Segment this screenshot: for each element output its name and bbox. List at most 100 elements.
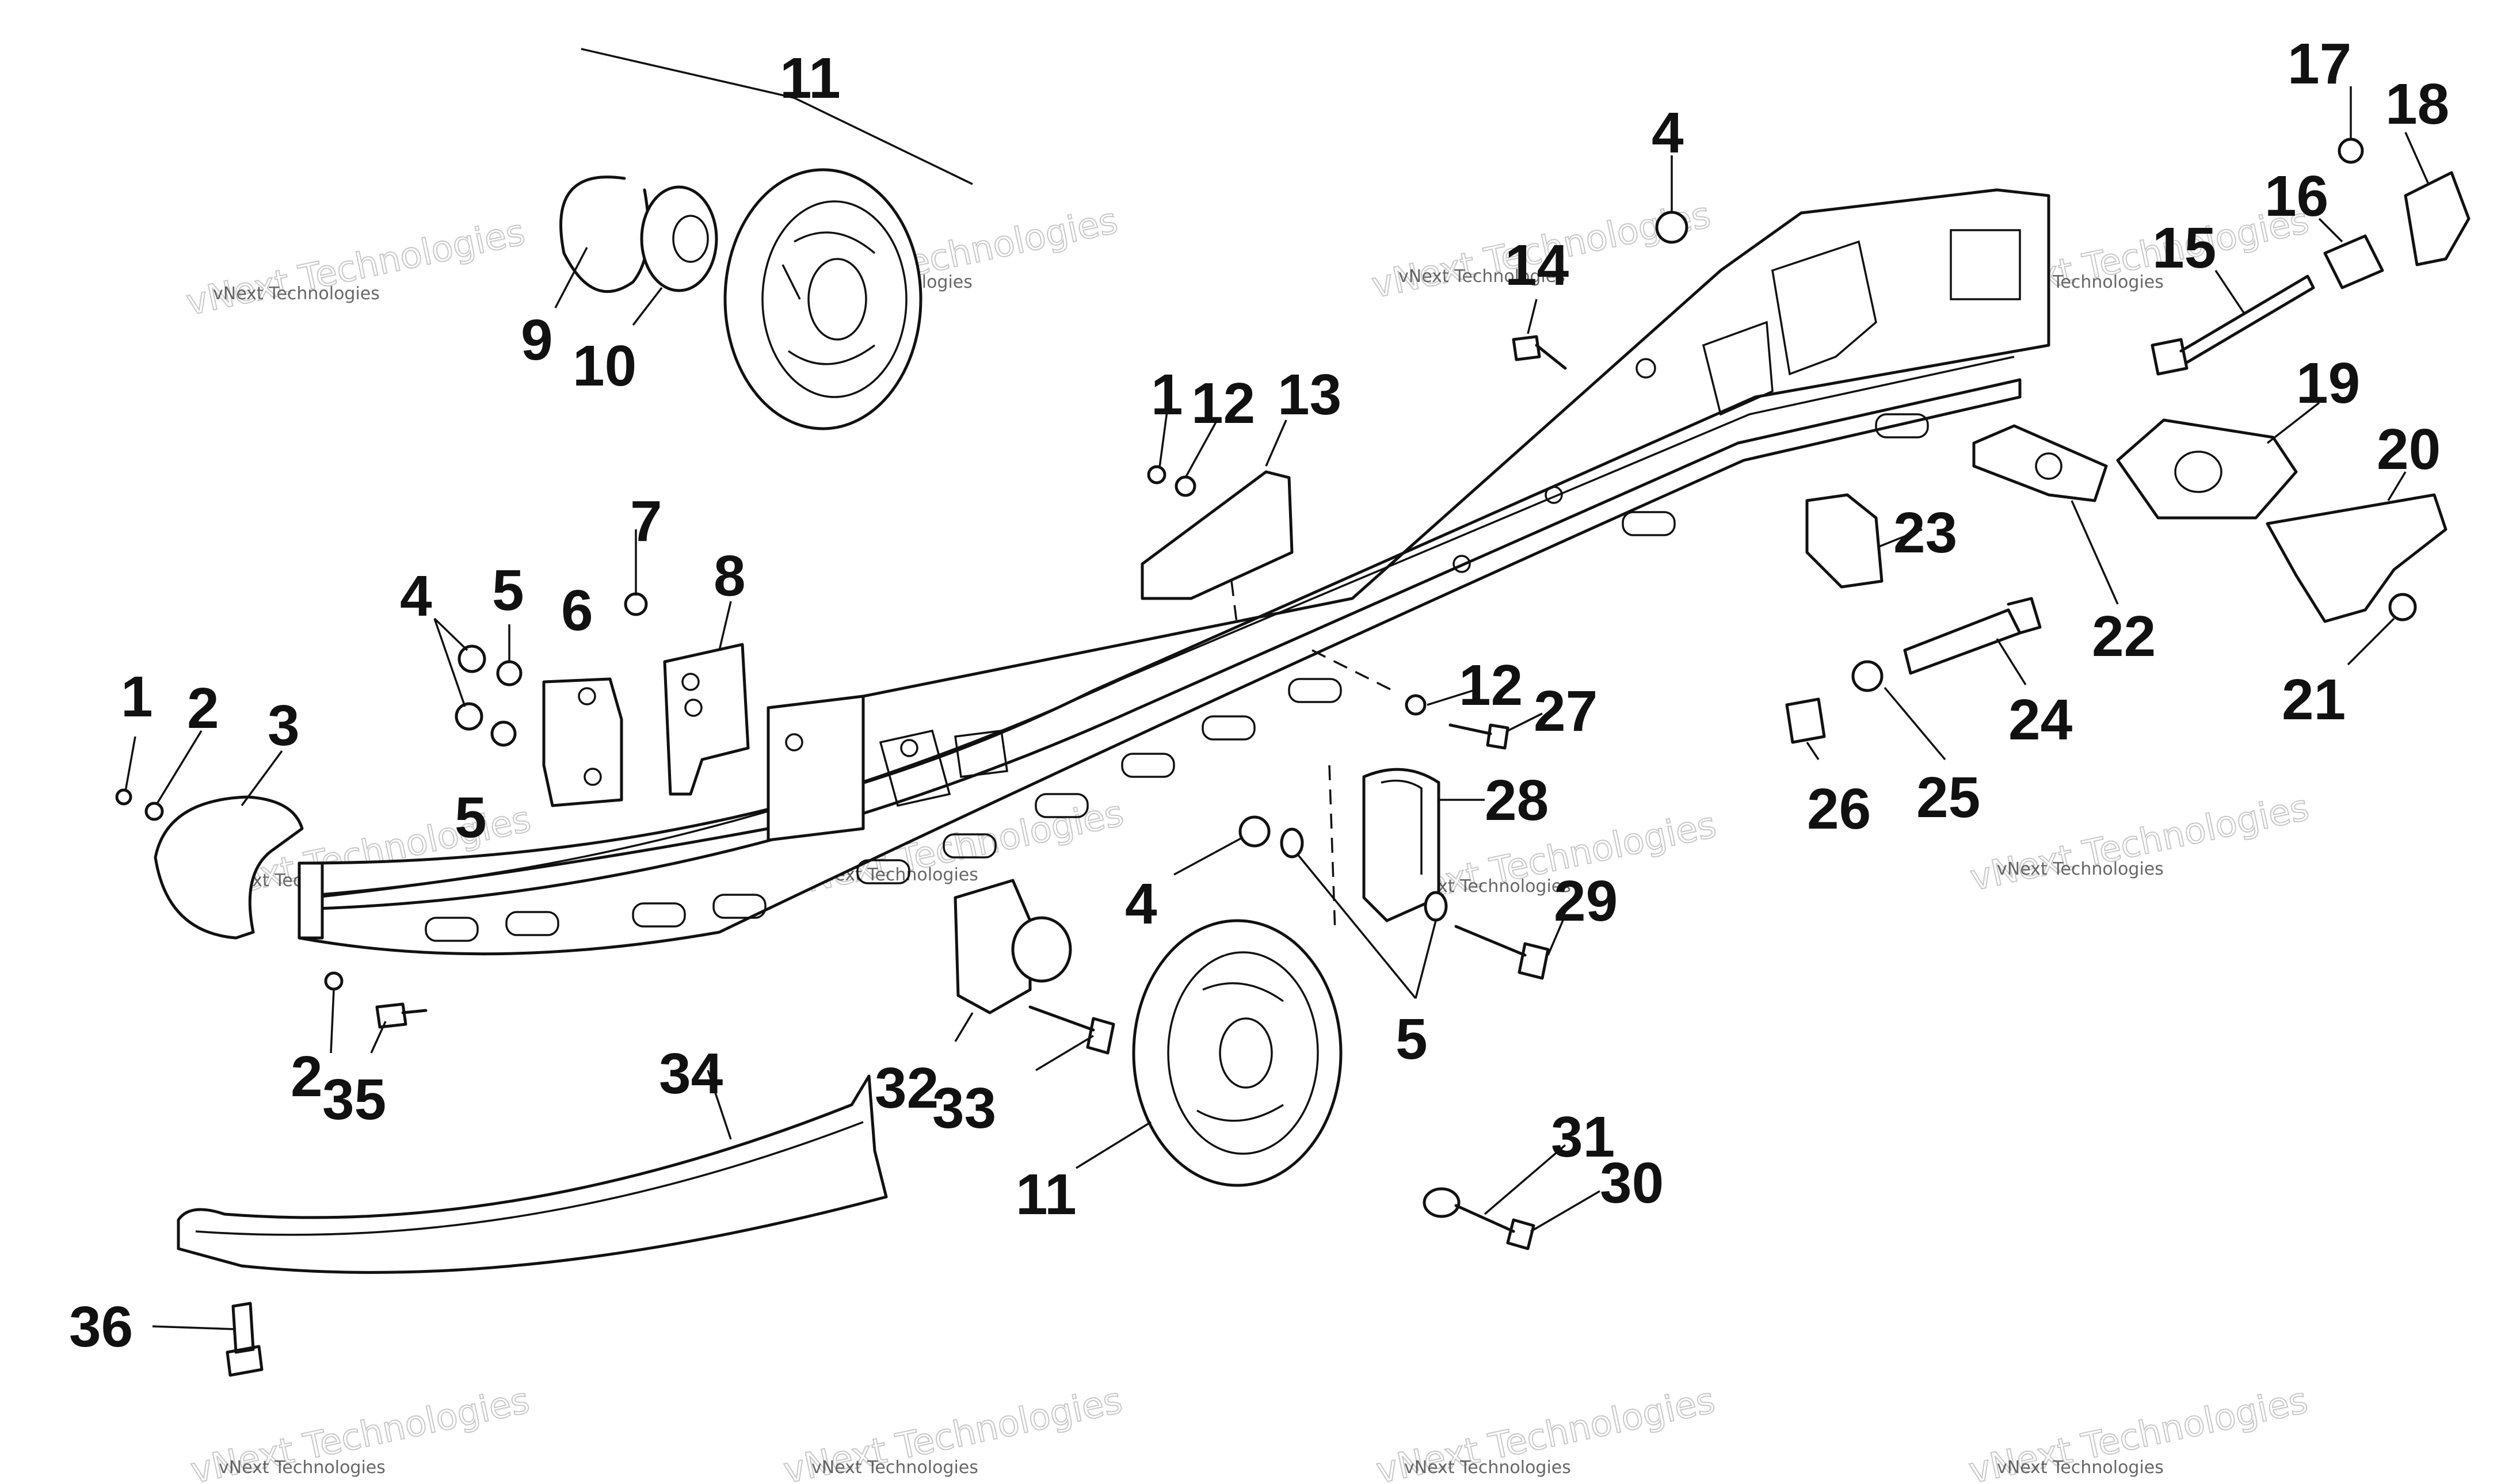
bolt [1454,1204,1535,1250]
bolt [1448,723,1509,750]
callout-32: 32 [875,1056,939,1120]
callout-7: 7 [630,489,662,554]
bolt [226,1302,264,1377]
callout-14: 14 [1505,233,1569,297]
nut [624,592,648,616]
callout-20: 20 [2377,417,2441,482]
idler-wheel-lower [1132,919,1343,1187]
callout-1: 1 [1151,363,1183,427]
svg-text:vNext Technologies: vNext Technologies [1398,266,1565,287]
callout-9: 9 [521,308,553,372]
svg-text:vNext Technologies: vNext Technologies [213,284,380,304]
callout-18: 18 [2385,72,2449,136]
bracket-hole [681,673,700,691]
washer [1175,475,1196,497]
callout-5: 5 [492,558,524,623]
callout-22: 22 [2092,604,2156,669]
washer [1423,1187,1461,1218]
callout-24: 24 [2008,688,2073,752]
washer [144,802,164,821]
callout-12: 12 [1191,371,1255,436]
callout-28: 28 [1485,768,1549,833]
washer [490,720,517,747]
bushing [1785,697,1826,744]
block [1805,493,1884,589]
watermark: vNext Technologies vNext Technologies [182,210,529,324]
wheel-bracket [954,879,1032,1014]
bracket-brace [581,48,973,185]
clamp [2404,171,2470,266]
svg-text:vNext Technologies: vNext Technologies [1966,786,2312,899]
callout-1: 1 [121,665,153,729]
callout-25: 25 [1916,765,1980,830]
mount-block-hole [2174,451,2222,493]
callout-6: 6 [561,578,593,643]
long-bolt [2151,274,2315,376]
callout-15: 15 [2152,216,2216,280]
callout-31: 31 [1551,1105,1615,1169]
slide-rail [298,188,2050,956]
callout-33: 33 [932,1076,996,1140]
mount-block [2116,418,2298,520]
callout-13: 13 [1278,363,1341,427]
callout-26: 26 [1807,777,1871,841]
wear-strip [177,1074,888,1274]
callout-12: 12 [1459,653,1523,718]
bracket-plate [663,643,750,796]
bearing [640,185,718,292]
washer [1405,694,1427,716]
side-plate [2266,493,2447,623]
callout-5: 5 [455,785,487,850]
svg-text:vNext Technologies: vNext Technologies [1997,859,2164,879]
bolt [375,1002,428,1029]
spacer-block [1972,424,2108,502]
nut [115,788,132,806]
coupling-nut [2323,234,2384,289]
front-cap [154,795,304,940]
callout-11: 11 [1016,1162,1077,1227]
callout-19: 19 [2296,351,2360,415]
bolt [2388,593,2417,621]
svg-text:vNext Technologies: vNext Technologies [811,1458,978,1478]
watermark: vNext Technologies vNext Technologies [186,1378,533,1484]
nut [455,702,483,731]
watermark: vNext Technologies vNext Technologies [779,1378,1126,1484]
callout-2: 2 [291,1044,323,1109]
parts [115,48,2470,1377]
washer [496,660,523,686]
block-hole [584,768,602,786]
callout-8: 8 [714,544,746,608]
bolt [1454,925,1550,980]
callout-36: 36 [69,1295,133,1359]
bracket-hub [1011,916,1072,983]
spacer-hole [2035,452,2062,480]
callout-23: 23 [1893,501,1957,565]
callout-10: 10 [573,334,636,398]
nut [1851,660,1884,692]
washer [324,971,344,991]
watermark: vNext Technologies vNext Technologies [1372,1378,1719,1484]
callout-27: 27 [1534,679,1598,743]
leader-lines [124,86,2430,1330]
nut [458,644,486,673]
callout-11: 11 [780,46,841,110]
bolt [1903,597,2042,675]
callout-29: 29 [1554,869,1618,933]
callout-34: 34 [659,1042,723,1106]
stopper-block [1141,470,1294,600]
svg-text:vNext Technologies: vNext Technologies [219,1458,386,1478]
watermark: vNext Technologies vNext Technologies [1965,1378,2312,1484]
svg-text:vNext Technologies: vNext Technologies [182,211,528,323]
callout-4: 4 [400,564,432,628]
callout-21: 21 [2282,667,2346,732]
block-hole [578,687,596,705]
svg-text:vNext Technologies: vNext Technologies [1404,1458,1571,1478]
bolt [1028,1005,1115,1055]
block [542,677,623,807]
svg-text:vNext Technologies: vNext Technologies [1997,1458,2164,1478]
bracket-hole [684,699,703,717]
idler-wheel-upper [723,168,922,430]
nut [2338,138,2364,164]
bolt [1512,335,1567,370]
